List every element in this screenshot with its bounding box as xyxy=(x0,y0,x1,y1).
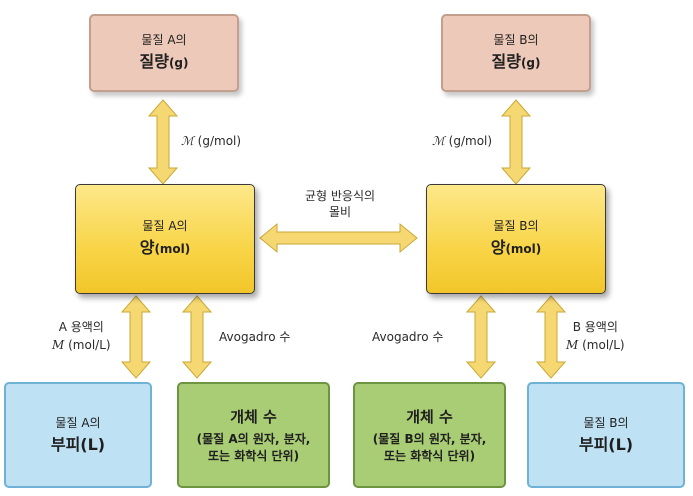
count-a-desc1: (물질 A의 원자, 분자, xyxy=(196,431,311,446)
mass-a-line1: 물질 A의 xyxy=(141,33,187,47)
mole-a-title: 양 xyxy=(139,238,155,257)
mole-ratio-line2: 몰비 xyxy=(328,205,352,219)
mole-b-line1: 물질 B의 xyxy=(493,219,539,233)
mole-a-line2: 양(mol) xyxy=(140,237,191,260)
volume-a-line1: 물질 A의 xyxy=(55,415,101,430)
mass-a-box: 물질 A의 질량(g) xyxy=(89,14,239,92)
mass-a-line2: 질량(g) xyxy=(139,51,188,74)
molar-mass-a-label: ℳ (g/mol) xyxy=(181,133,241,149)
mass-b-line1: 물질 B의 xyxy=(493,33,539,47)
avogadro-a-label: Avogadro 수 xyxy=(219,330,291,344)
count-a-title: 개체 수 xyxy=(230,407,277,426)
volume-b-line1: 물질 B의 xyxy=(583,415,629,430)
mole-a-line1: 물질 A의 xyxy=(142,219,188,233)
mass-a-title: 질량 xyxy=(139,52,169,71)
volume-a-line2: 부피(L) xyxy=(50,434,106,454)
mole-ratio-line1: 균형 반응식의 xyxy=(304,189,376,203)
molar-mass-b-text: (g/mol) xyxy=(444,134,493,148)
solution-b-text: (mol/L) xyxy=(578,338,625,352)
arrow-mass-mole-a xyxy=(147,99,179,185)
arrow-mole-volume-a xyxy=(120,295,152,379)
mass-b-line2: 질량(g) xyxy=(491,51,540,74)
count-b-title: 개체 수 xyxy=(406,407,453,426)
arrow-mole-volume-b xyxy=(535,295,567,379)
solution-a-line2: M (mol/L) xyxy=(52,336,111,354)
mass-b-unit: (g) xyxy=(520,56,541,70)
volume-a-box: 물질 A의 부피(L) xyxy=(4,382,152,488)
molar-mass-a-text: (g/mol) xyxy=(193,134,242,148)
mole-b-title: 양 xyxy=(490,238,506,257)
molar-mass-a-symbol: ℳ xyxy=(181,134,194,148)
count-b-box: 개체 수 (물질 B의 원자, 분자, 또는 화학식 단위) xyxy=(353,382,506,488)
mass-b-box: 물질 B의 질량(g) xyxy=(441,14,591,92)
arrow-mass-mole-b xyxy=(500,99,532,185)
count-b-desc1: (물질 B의 원자, 분자, xyxy=(372,431,487,446)
molar-mass-b-label: ℳ (g/mol) xyxy=(432,133,492,149)
solution-b-symbol: M xyxy=(566,338,579,352)
molar-mass-b-symbol: ℳ xyxy=(432,134,445,148)
mole-a-box: 물질 A의 양(mol) xyxy=(75,184,255,294)
arrow-mole-count-a xyxy=(181,295,213,379)
volume-b-box: 물질 B의 부피(L) xyxy=(527,382,685,488)
arrow-mole-ratio xyxy=(259,222,418,254)
solution-b-label: B 용액의 M (mol/L) xyxy=(566,318,625,354)
mole-b-box: 물질 B의 양(mol) xyxy=(426,184,606,294)
solution-a-symbol: M xyxy=(52,338,65,352)
count-b-desc2: 또는 화학식 단위) xyxy=(383,448,476,463)
solution-a-text: (mol/L) xyxy=(64,338,111,352)
mole-ratio-label: 균형 반응식의 몰비 xyxy=(280,188,400,220)
mole-b-line2: 양(mol) xyxy=(491,237,542,260)
count-a-box: 개체 수 (물질 A의 원자, 분자, 또는 화학식 단위) xyxy=(177,382,330,488)
solution-a-line1: A 용액의 xyxy=(58,320,104,334)
avogadro-b-label: Avogadro 수 xyxy=(372,330,444,344)
mole-b-unit: (mol) xyxy=(505,242,542,256)
solution-b-line1: B 용액의 xyxy=(572,320,618,334)
arrow-mole-count-b xyxy=(465,295,497,379)
volume-b-line2: 부피(L) xyxy=(578,434,634,454)
solution-b-line2: M (mol/L) xyxy=(566,336,625,354)
mass-a-unit: (g) xyxy=(168,56,189,70)
count-a-desc2: 또는 화학식 단위) xyxy=(207,448,300,463)
mass-b-title: 질량 xyxy=(491,52,521,71)
solution-a-label: A 용액의 M (mol/L) xyxy=(52,318,111,354)
mole-a-unit: (mol) xyxy=(154,242,191,256)
